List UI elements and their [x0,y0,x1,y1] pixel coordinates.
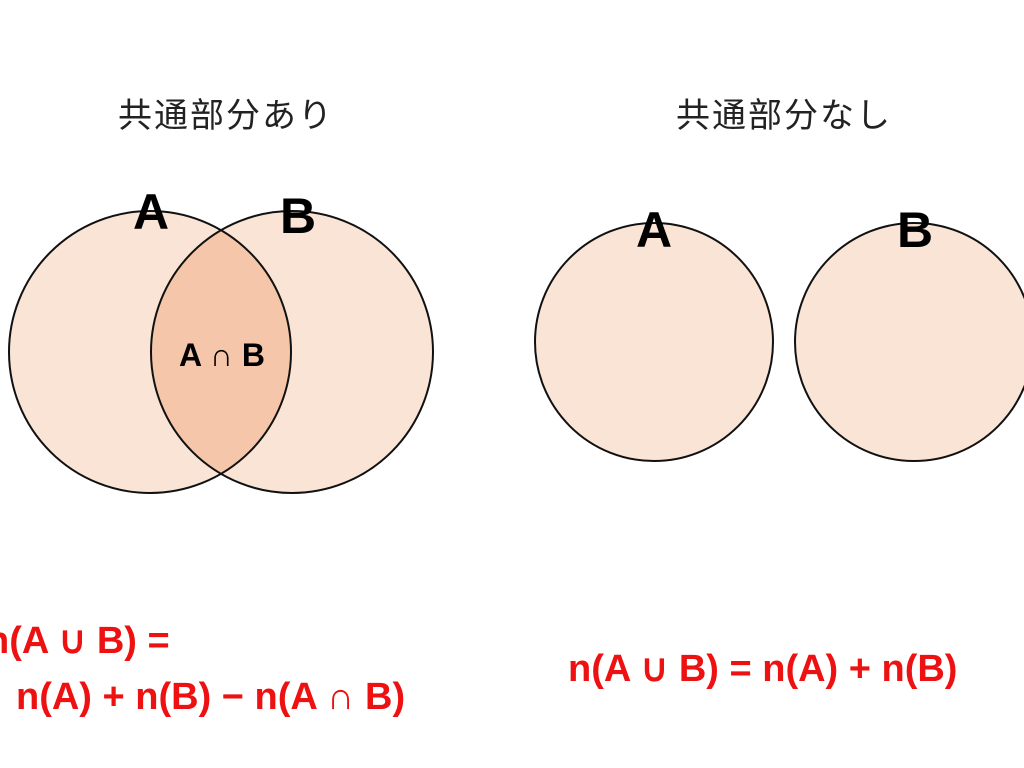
right-label-a: A [636,202,672,258]
left-venn: A B A ∩ B [8,184,434,494]
intersection-label: A ∩ B [179,337,265,373]
right-venn: A B [534,202,1024,462]
left-heading: 共通部分あり [118,96,334,136]
left-set-a-outline [8,210,292,494]
left-label-a: A [133,184,169,240]
left-formula-line2: n(A) + n(B) − n(A ∩ B) [16,676,406,718]
right-heading: 共通部分なし [676,96,892,136]
left-intersection-region [151,211,291,493]
right-formula: n(A ∪ B) = n(A) + n(B) [568,648,958,690]
left-set-b-outline [150,210,434,494]
right-set-a-circle [534,222,774,462]
right-set-b-circle [794,222,1024,462]
left-formula-line1: n(A ∪ B) = [0,620,170,662]
left-label-b: B [280,188,316,244]
right-label-b: B [897,202,933,258]
